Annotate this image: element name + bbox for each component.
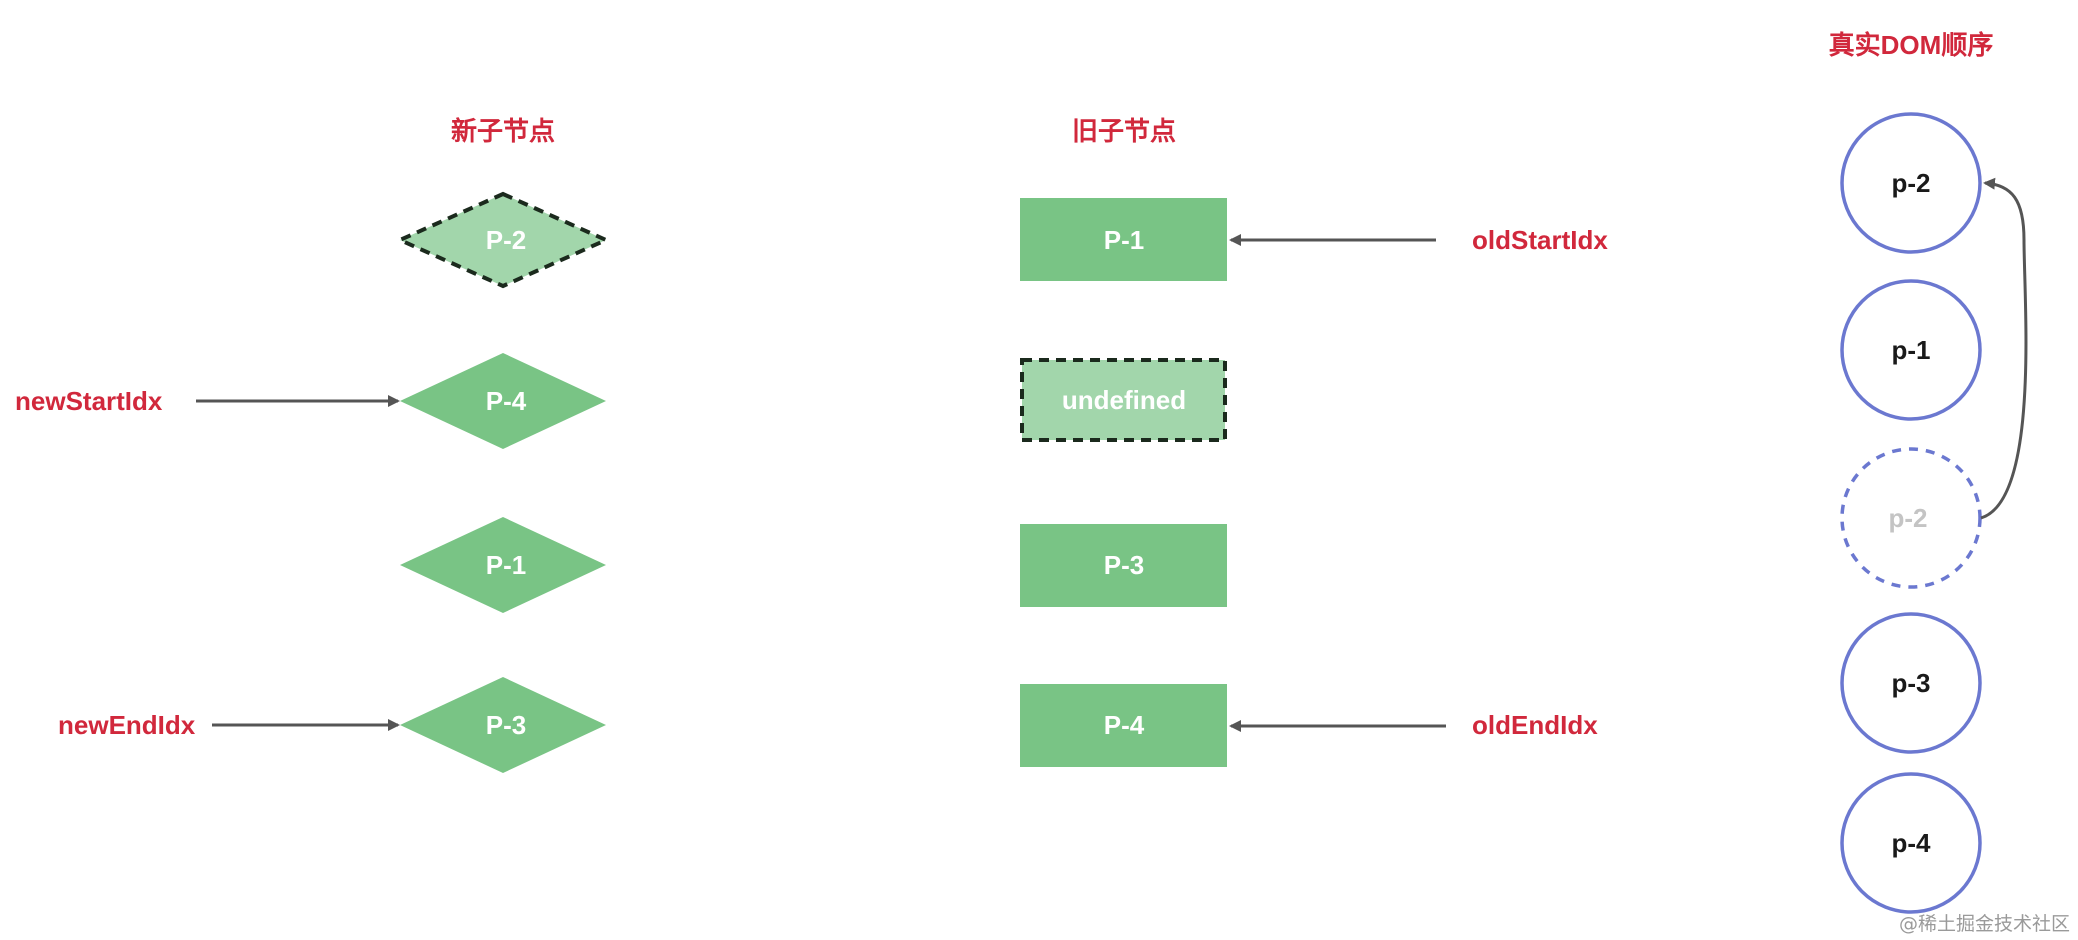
new-node-2: P-4 <box>400 353 606 449</box>
old-node-1: P-1 <box>1020 198 1227 281</box>
new-node-4-label: P-3 <box>486 710 526 740</box>
old-end-pointer-label: oldEndIdx <box>1472 710 1598 740</box>
dom-node-3-label: p-2 <box>1889 503 1928 533</box>
new-node-2-label: P-4 <box>486 386 527 416</box>
old-node-2-label: undefined <box>1062 385 1186 415</box>
new-node-1-label: P-2 <box>486 225 526 255</box>
dom-node-5: p-4 <box>1840 772 1982 914</box>
old-node-1-label: P-1 <box>1104 225 1144 255</box>
new-end-pointer-label: newEndIdx <box>58 710 196 740</box>
old-node-2: undefined <box>1020 358 1227 442</box>
real-dom-order-heading: 真实DOM顺序 <box>1829 30 1994 60</box>
dom-node-3-ghost: p-2 <box>1840 447 1982 589</box>
old-children-heading: 旧子节点 <box>1072 116 1176 146</box>
new-children-heading: 新子节点 <box>451 116 555 146</box>
dom-node-1-label: p-2 <box>1892 168 1931 198</box>
new-children-list: P-2 P-4 P-1 P-3 <box>395 191 611 773</box>
dom-node-4-label: p-3 <box>1892 668 1931 698</box>
move-arrow <box>1980 177 2028 520</box>
dom-node-5-label: p-4 <box>1892 828 1932 858</box>
old-start-pointer-label: oldStartIdx <box>1472 225 1608 255</box>
old-children-list: P-1 undefined P-3 P-4 <box>1020 198 1227 767</box>
old-node-3: P-3 <box>1020 524 1227 607</box>
old-node-4-label: P-4 <box>1104 710 1145 740</box>
dom-node-1: p-2 <box>1840 112 1982 254</box>
new-start-pointer-label: newStartIdx <box>15 386 163 416</box>
real-dom-list: p-2 p-1 p-2 p-3 p-4 <box>1840 112 1982 914</box>
new-node-3-label: P-1 <box>486 550 526 580</box>
old-node-3-label: P-3 <box>1104 550 1144 580</box>
old-node-4: P-4 <box>1020 684 1227 767</box>
watermark: @稀土掘金技术社区 <box>1899 913 2070 935</box>
new-node-4: P-3 <box>400 677 606 773</box>
new-node-1: P-2 <box>395 191 611 289</box>
dom-node-2-label: p-1 <box>1892 335 1931 365</box>
dom-node-4: p-3 <box>1840 612 1982 754</box>
dom-node-2: p-1 <box>1840 279 1982 421</box>
new-node-3: P-1 <box>400 517 606 613</box>
